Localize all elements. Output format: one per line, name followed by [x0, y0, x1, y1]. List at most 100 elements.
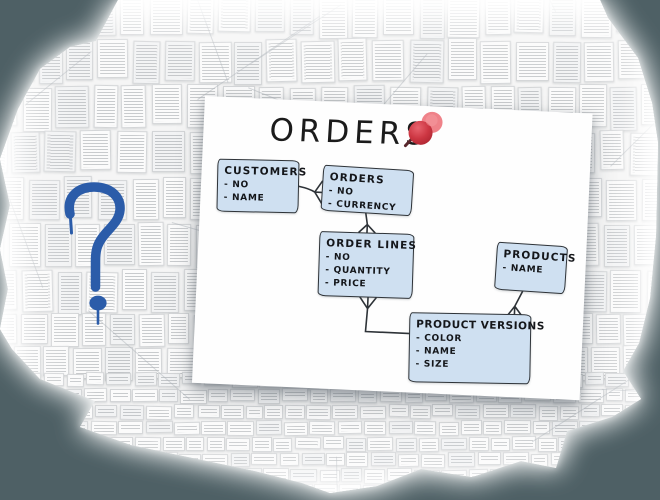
wall-thumbnail: [230, 388, 256, 402]
wall-thumbnail: [263, 485, 288, 493]
wall-thumbnail: [490, 437, 510, 451]
wall-thumbnail: [341, 467, 362, 482]
wall-thumbnail: [122, 268, 147, 311]
wall-thumbnail: [13, 484, 40, 493]
wall-thumbnail: [538, 405, 558, 421]
wall-thumbnail: [225, 437, 251, 452]
wall-thumbnail: [622, 313, 649, 347]
wall-thumbnail: [132, 179, 159, 220]
wall-thumbnail: [556, 468, 580, 482]
wall-thumbnail: [265, 38, 298, 82]
wall-thumbnail: [22, 469, 46, 485]
wall-thumbnail: [367, 437, 394, 452]
wall-thumbnail: [305, 404, 331, 420]
wall-thumbnail: [54, 85, 89, 129]
wall-thumbnail: [410, 404, 431, 420]
wall-thumbnail: [167, 223, 192, 266]
wall-thumbnail: [0, 313, 18, 345]
wall-thumbnail: [600, 404, 623, 417]
wall-thumbnail: [57, 271, 83, 315]
wall-thumbnail: [646, 484, 658, 493]
wall-thumbnail: [0, 223, 5, 269]
wall-thumbnail: [634, 225, 658, 266]
wall-thumbnail: [65, 38, 94, 80]
wall-thumbnail: [84, 387, 108, 403]
wall-thumbnail: [208, 485, 233, 493]
wall-thumbnail: [649, 389, 658, 403]
wall-thumbnail: [146, 405, 173, 421]
wall-thumbnail: [214, 468, 236, 483]
wall-thumbnail: [234, 484, 261, 493]
wall-thumbnail: [0, 452, 3, 465]
wall-thumbnail: [642, 0, 658, 35]
wall-thumbnail: [134, 436, 162, 452]
wall-thumbnail: [0, 405, 10, 420]
wall-thumbnail: [197, 404, 220, 418]
wall-thumbnail: [11, 404, 36, 418]
entity-attribute: - SIZE: [415, 359, 450, 371]
wall-thumbnail: [513, 0, 545, 34]
wall-thumbnail: [586, 436, 610, 452]
wall-thumbnail: [186, 437, 205, 452]
wall-thumbnail: [164, 40, 195, 81]
wall-thumbnail: [90, 420, 117, 436]
wall-thumbnail: [47, 467, 73, 483]
wall-thumbnail: [289, 0, 315, 35]
wall-thumbnail: [537, 437, 557, 452]
wall-thumbnail: [551, 451, 576, 466]
wall-thumbnail: [319, 469, 340, 482]
wall-thumbnail: [10, 437, 37, 454]
wall-thumbnail: [532, 421, 551, 435]
wall-thumbnail: [503, 420, 531, 434]
wall-thumbnail: [440, 437, 467, 451]
wall-thumbnail: [103, 224, 135, 266]
wall-thumbnail: [605, 468, 631, 484]
wall-thumbnail: [282, 388, 308, 402]
wall-thumbnail: [331, 404, 358, 420]
wall-thumbnail: [61, 436, 85, 450]
wall-thumbnail: [548, 0, 577, 37]
wall-thumbnail: [351, 0, 379, 38]
wall-thumbnail: [193, 468, 213, 482]
wall-thumbnail: [651, 313, 658, 347]
wall-thumbnail: [151, 131, 185, 172]
wall-thumbnail: [110, 388, 131, 402]
wall-thumbnail: [65, 404, 94, 419]
wall-thumbnail: [420, 453, 446, 468]
wall-thumbnail: [418, 437, 439, 452]
wall-thumbnail: [651, 421, 658, 434]
entity-orders: ORDERS - NO - CURRENCY: [320, 164, 415, 217]
wall-thumbnail: [531, 453, 549, 467]
wall-thumbnail: [44, 223, 72, 267]
wall-thumbnail: [106, 437, 133, 450]
wall-thumbnail: [0, 84, 18, 127]
wall-thumbnail: [454, 404, 481, 420]
wall-thumbnail: [579, 484, 597, 493]
wall-thumbnail: [36, 404, 63, 419]
wall-thumbnail: [360, 405, 387, 419]
wall-thumbnail: [13, 345, 41, 377]
wall-thumbnail: [37, 389, 63, 404]
wall-thumbnail: [236, 468, 262, 483]
wall-thumbnail: [120, 0, 145, 36]
wall-thumbnail: [81, 313, 106, 347]
wall-thumbnail: [362, 484, 383, 493]
wall-thumbnail: [26, 0, 53, 34]
wall-thumbnail: [262, 468, 289, 482]
wall-thumbnail: [346, 452, 369, 468]
wall-thumbnail: [255, 419, 282, 435]
wall-thumbnail: [145, 421, 173, 434]
wall-thumbnail: [230, 452, 250, 467]
wall-thumbnail: [551, 420, 578, 436]
wall-thumbnail: [217, 0, 251, 33]
wall-thumbnail: [79, 129, 112, 170]
wall-thumbnail: [363, 469, 385, 485]
wall-thumbnail: [251, 436, 272, 452]
wall-thumbnail: [631, 372, 651, 388]
wall-thumbnail: [21, 269, 55, 313]
wall-faint-line: [589, 452, 655, 466]
wall-thumbnail: [385, 485, 407, 493]
wall-thumbnail: [37, 437, 61, 452]
wall-thumbnail: [20, 313, 48, 344]
wall-thumbnail: [383, 0, 415, 36]
